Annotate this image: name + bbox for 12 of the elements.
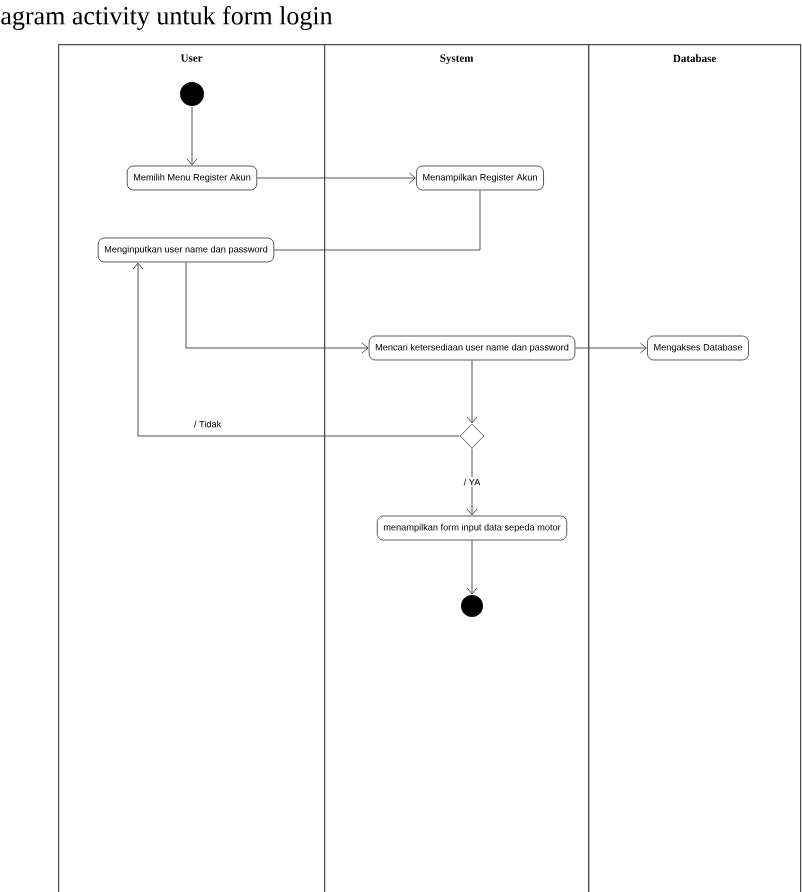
start-node [180,82,204,106]
end-node [461,595,483,617]
arrow [132,262,461,437]
decision-diamond [459,423,485,449]
arrow [256,172,416,184]
arrow [466,359,478,424]
arrow [466,539,478,595]
arrow [186,105,198,166]
arrow [574,342,647,354]
arrow [185,261,369,354]
arrow [466,447,478,516]
title: agram activity untuk form login [1,6,333,30]
